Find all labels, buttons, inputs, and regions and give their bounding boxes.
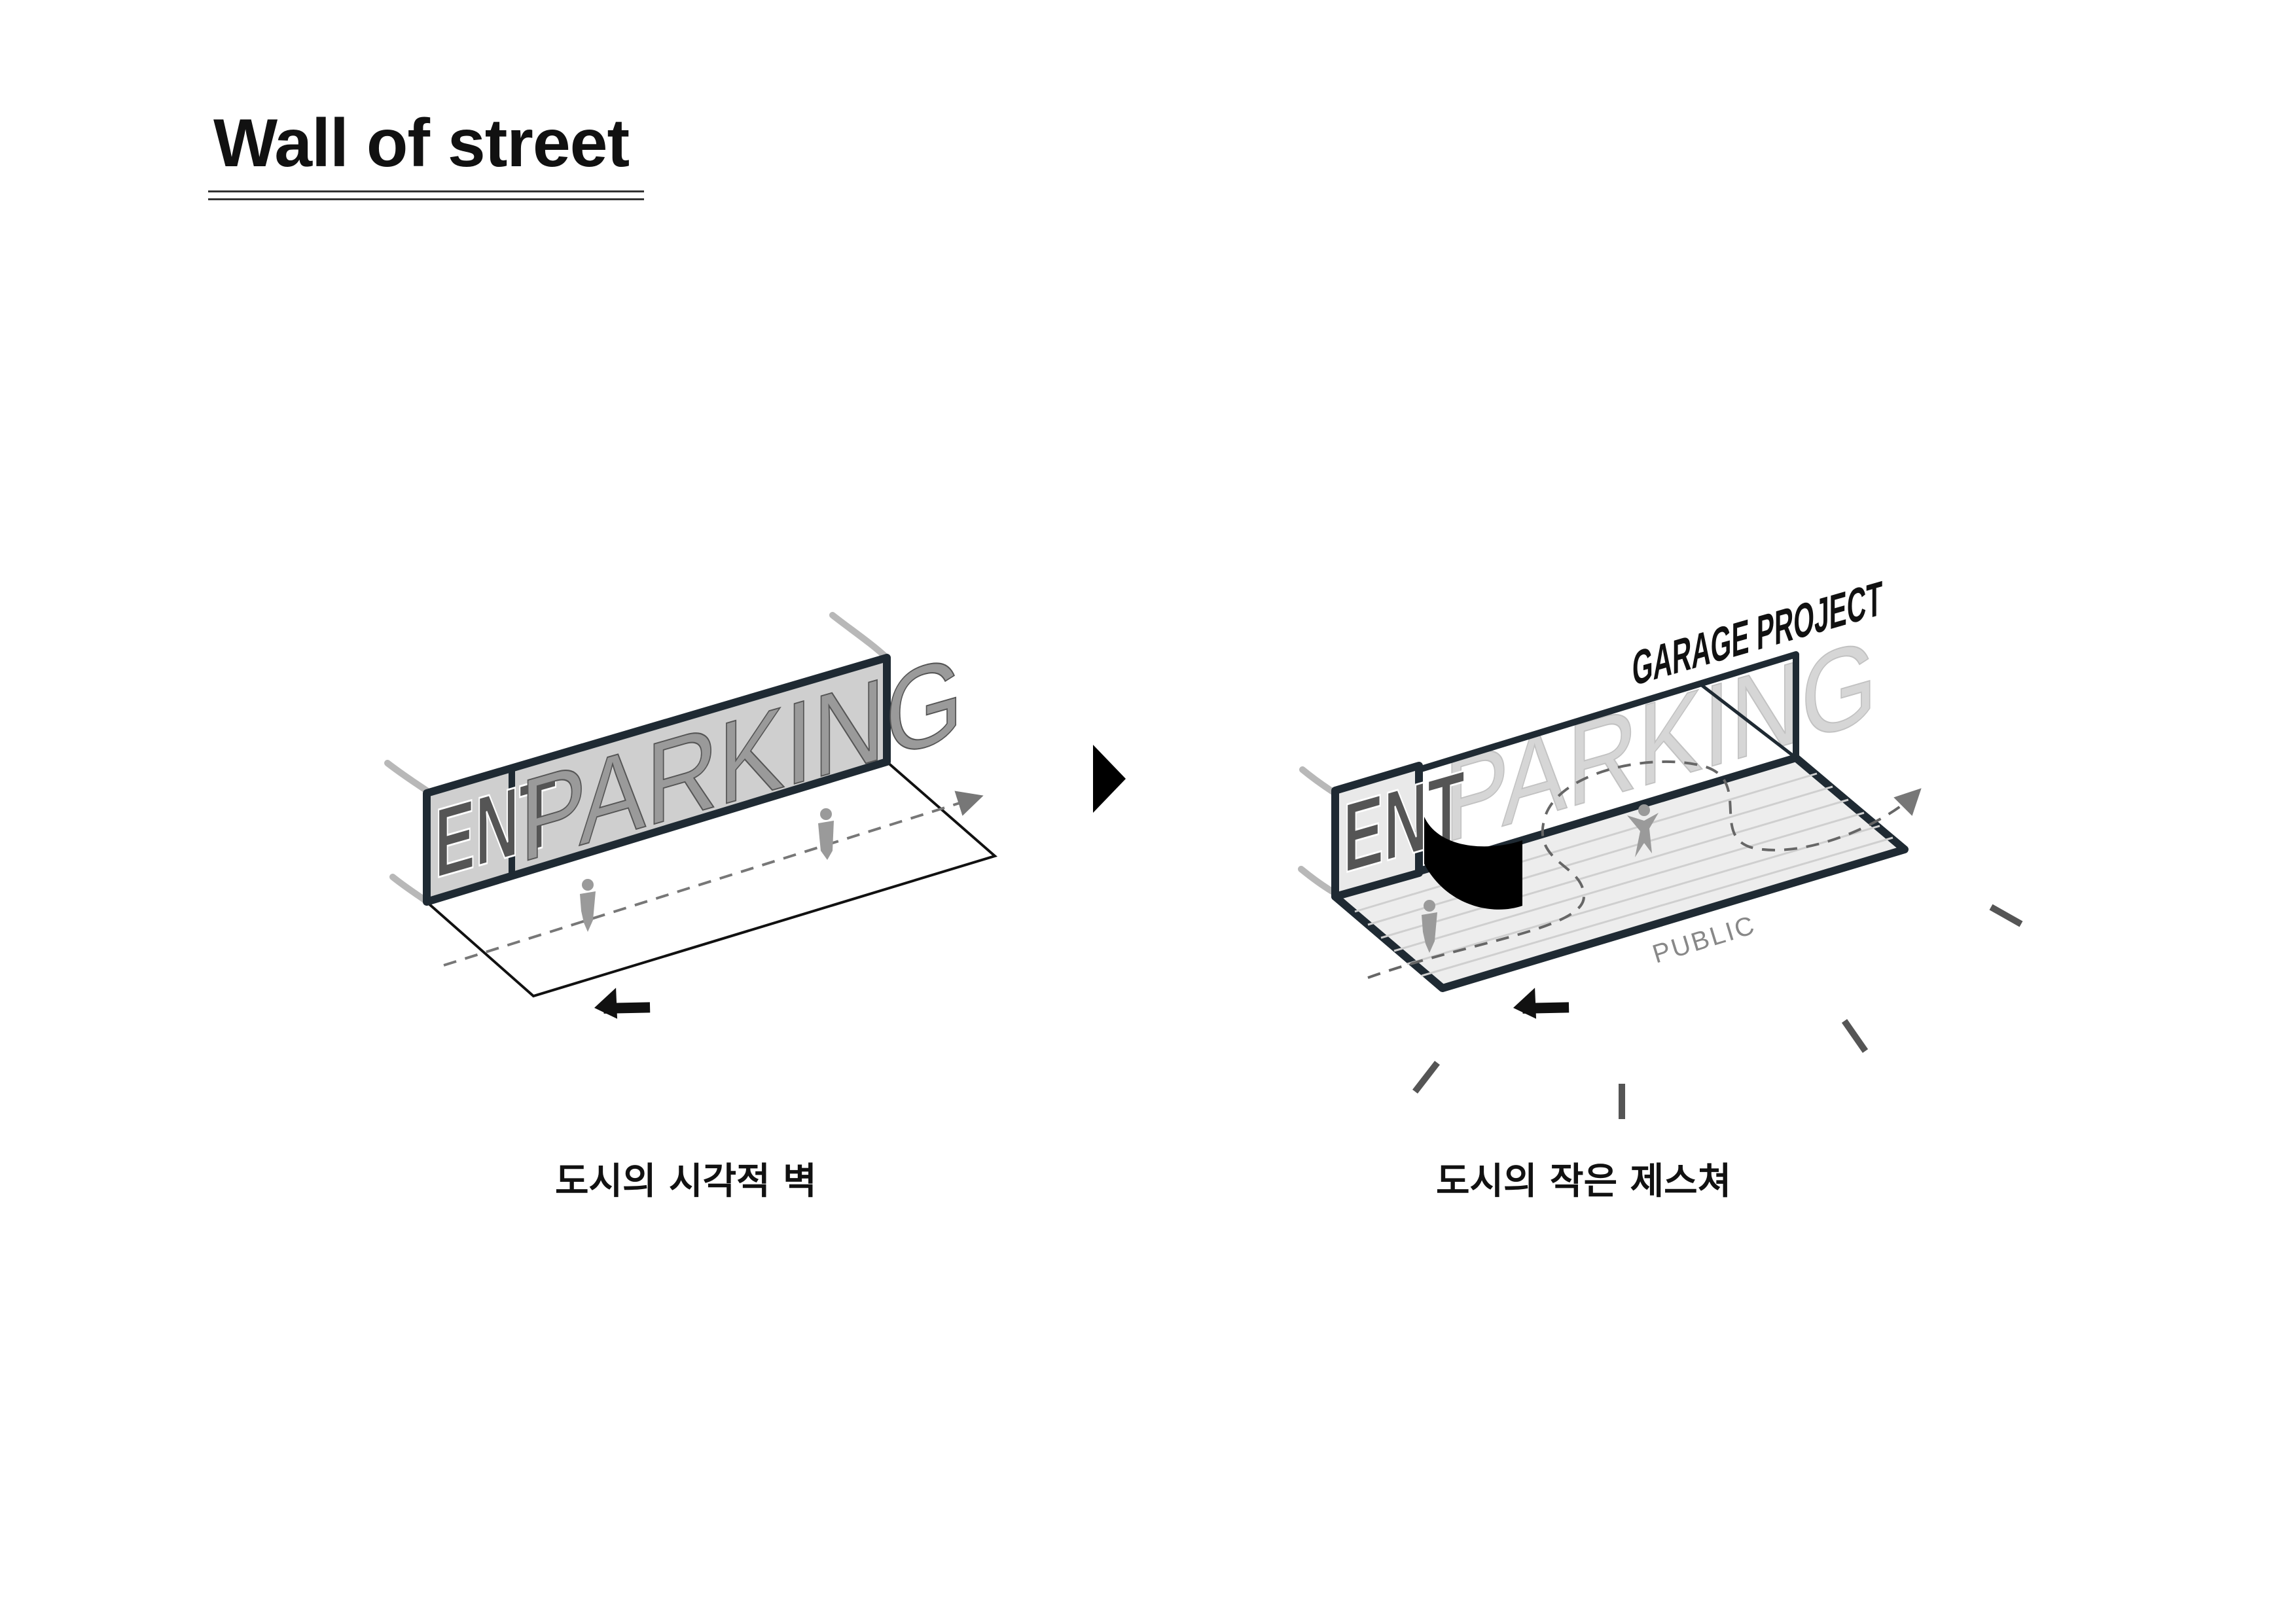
person-icon [1422, 900, 1437, 953]
left-sign-wall [423, 654, 891, 906]
left-caption: 도시의 시각적 벽 [555, 1160, 817, 1203]
left-shadow-streak-top-right [829, 612, 891, 662]
right-caption: 도시의 작은 제스쳐 [1436, 1160, 1732, 1203]
right-path-dashed-meander [1367, 760, 1922, 979]
page-title: Wall of street [213, 105, 630, 181]
right-roof-diagonal [1698, 682, 1797, 759]
right-roof-edge [1416, 651, 1799, 773]
left-shadow-streak-bottom-left [389, 874, 429, 904]
left-shadow-streak-top-left [384, 760, 434, 796]
radiating-tick [1989, 904, 2023, 927]
title-underline [208, 190, 644, 192]
radiating-tick [1841, 1019, 1869, 1053]
person-icon [818, 808, 834, 860]
right-shadow-streak-bottom-left [1298, 866, 1340, 897]
right-ent-sign-box [1331, 762, 1423, 901]
right-curved-wall [1424, 817, 1522, 910]
right-ground-stripes [1354, 772, 1893, 977]
triangle-right-icon [1093, 745, 1126, 813]
right-ground-plane [1331, 754, 1909, 992]
left-path-dashed-arrow [443, 791, 984, 967]
left-diagram: ENT PARKING [384, 612, 998, 1019]
person-icon [580, 879, 596, 932]
arrow-up-left-icon [594, 988, 651, 1019]
title-underline-second [208, 198, 644, 200]
right-diagram: PARKING GARAGE PROJECT ENT [1298, 570, 2023, 1119]
radiating-tick [1412, 1060, 1440, 1094]
person-jumping-icon [1627, 804, 1659, 857]
arrow-up-left-icon [1513, 988, 1570, 1019]
